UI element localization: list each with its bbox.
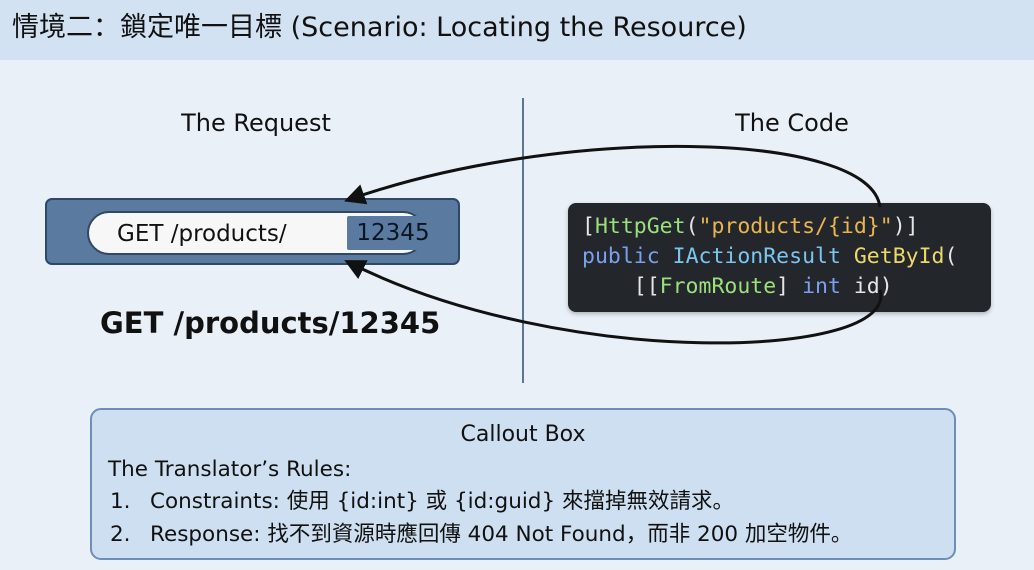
callout-heading: The Translator’s Rules:	[108, 457, 352, 482]
rule-text: Response: 找不到資源時應回傳 404 Not Found，而非 200…	[150, 522, 853, 547]
code-token: GetById	[853, 244, 945, 269]
callout-title: Callout Box	[460, 422, 586, 447]
request-path: GET /products/	[117, 221, 287, 247]
code-token: int	[802, 274, 841, 299]
rule-number: 2.	[110, 522, 131, 547]
code-token: "products/{id}"	[698, 214, 893, 239]
code-line: [[FromRoute] int id)	[582, 272, 893, 302]
rule-number: 1.	[110, 489, 131, 514]
code-line: public IActionResult GetById(	[582, 242, 957, 272]
title-bar: 情境二：鎖定唯一目標 (Scenario: Locating the Resou…	[0, 0, 1034, 60]
code-line: [HttpGet("products/{id}")]	[582, 212, 919, 242]
code-token: id)	[840, 274, 893, 299]
code-token: IActionResult	[672, 244, 841, 269]
request-box: GET /products/ 12345	[45, 198, 460, 265]
code-token: public	[582, 244, 660, 269]
param-arrow	[344, 260, 883, 345]
code-token: [[	[582, 274, 660, 299]
request-caption: GET /products/12345	[100, 306, 441, 340]
code-token: (	[685, 214, 699, 239]
callout-box: Callout Box The Translator’s Rules: 1. Co…	[90, 408, 956, 560]
rule-text: Constraints: 使用 {id:int} 或 {id:guid} 來擋掉…	[150, 489, 734, 514]
page-title: 情境二：鎖定唯一目標 (Scenario: Locating the Resou…	[12, 12, 747, 43]
code-token: HttpGet	[594, 214, 686, 239]
code-block: [HttpGet("products/{id}")] public IActio…	[568, 203, 991, 312]
request-url-pill: GET /products/ 12345	[87, 211, 439, 255]
code-token: FromRoute	[659, 274, 777, 299]
rule-item: 2. Response: 找不到資源時應回傳 404 Not Found，而非 2…	[110, 520, 852, 550]
code-token: ]	[776, 274, 803, 299]
code-heading: The Code	[735, 109, 849, 137]
code-token: (	[944, 244, 958, 269]
request-id-highlight: 12345	[347, 216, 439, 250]
code-token: [	[582, 214, 595, 239]
route-arrow	[344, 144, 882, 208]
rule-item: 1. Constraints: 使用 {id:int} 或 {id:guid} 來…	[110, 487, 734, 517]
code-token: )]	[892, 214, 919, 239]
request-heading: The Request	[181, 109, 331, 137]
column-divider	[522, 98, 524, 383]
